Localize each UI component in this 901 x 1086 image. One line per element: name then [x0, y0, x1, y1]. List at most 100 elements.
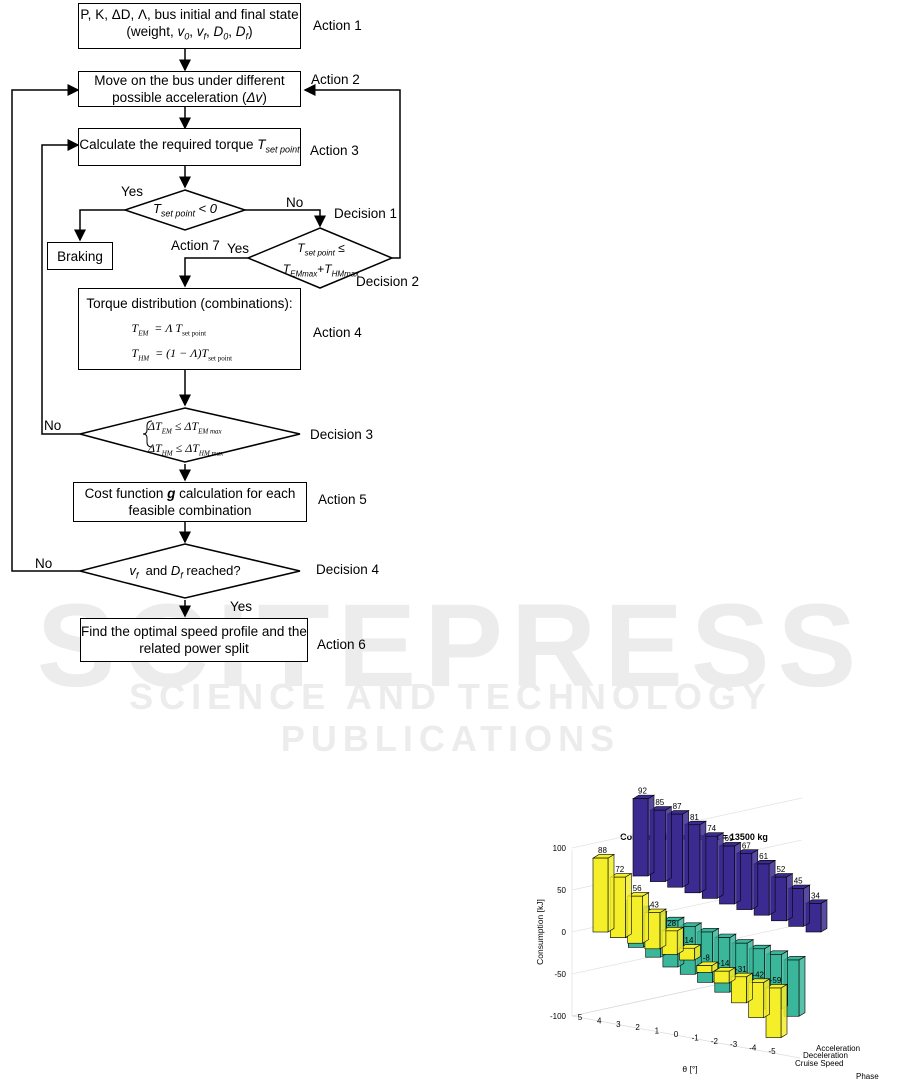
- y-tick-label: -100: [550, 1012, 567, 1021]
- bar-side: [820, 899, 828, 933]
- action-1-box: P, K, ΔD, Λ, bus initial and final state…: [78, 3, 301, 49]
- y-tick-label: -50: [554, 970, 566, 979]
- bar-value-label: 85: [655, 798, 664, 807]
- x-axis-label: θ [°]: [682, 1064, 697, 1074]
- x-tick-label: 1: [655, 1027, 660, 1036]
- bar-value-label: 74: [707, 824, 716, 833]
- bar-value-label: 34: [811, 891, 820, 900]
- label-action-2: Action 2: [311, 72, 360, 87]
- bar-side: [786, 872, 793, 922]
- bar: [731, 976, 747, 1004]
- decision-3-diamond: [79, 407, 301, 463]
- bar: [679, 947, 695, 961]
- decision-4-diamond: [79, 543, 301, 599]
- bar-side: [647, 794, 655, 877]
- phase-label: Cruise Speed: [795, 1059, 843, 1068]
- x-tick-label: -4: [749, 1044, 757, 1053]
- bar-value-label: 61: [759, 852, 768, 861]
- x-tick-label: 0: [674, 1030, 679, 1039]
- action-6-box: Find the optimal speed profile and the r…: [80, 618, 308, 662]
- bar-value-label: 87: [673, 802, 682, 811]
- x-tick-label: -2: [711, 1037, 719, 1046]
- bar-side: [676, 926, 684, 955]
- bar-value-label: -59: [770, 976, 782, 985]
- y-axis-label: Consumption [kJ]: [535, 899, 545, 965]
- y-tick-label: 50: [557, 886, 566, 895]
- phase-label: Acceleration: [816, 1044, 860, 1053]
- decision-2-text: Tset point ≤TEMmax+THMmax: [282, 241, 360, 279]
- label-no-d1: No: [286, 195, 304, 210]
- bar-side: [746, 972, 753, 1004]
- y-tick-label: 0: [562, 928, 567, 937]
- bar-value-label: -42: [752, 970, 764, 979]
- x-tick-label: 3: [616, 1020, 621, 1029]
- bar: [632, 798, 649, 877]
- bar-value-label: 45: [794, 877, 803, 886]
- bar-side: [768, 859, 776, 916]
- bar-value-label: -8: [703, 954, 711, 963]
- x-tick-label: -3: [730, 1040, 738, 1049]
- label-action-1: Action 1: [313, 18, 362, 33]
- label-yes-d1: Yes: [121, 184, 144, 199]
- label-yes-d2: Yes: [227, 241, 250, 256]
- x-tick-label: 2: [635, 1023, 640, 1032]
- bar-value-label: 88: [598, 846, 607, 855]
- bar-value-label: 69: [725, 834, 734, 843]
- bar-side: [751, 849, 759, 911]
- label-decision-2: Decision 2: [356, 274, 420, 289]
- z-axis-label: Phase: [856, 1072, 879, 1081]
- label-decision-3: Decision 3: [310, 427, 374, 442]
- bar-value-label: 43: [650, 901, 659, 910]
- action-4-box: Torque distribution (combinations): TEM …: [78, 288, 301, 370]
- label-no-d4: No: [35, 556, 53, 571]
- bar-side: [659, 908, 667, 950]
- bar-side: [716, 832, 724, 899]
- bar-value-label: 14: [685, 936, 694, 945]
- bar-side: [803, 884, 811, 927]
- bar-value-label: 56: [633, 884, 642, 893]
- bar-side: [798, 955, 806, 1017]
- bar-side: [624, 872, 632, 939]
- bar-value-label: 52: [776, 865, 785, 874]
- decision-1-text: Tset point < 0: [152, 201, 218, 219]
- x-tick-label: 5: [578, 1013, 583, 1022]
- bar-value-label: 72: [615, 865, 624, 874]
- bar-side: [607, 853, 615, 933]
- decision-2-diamond: [246, 227, 394, 289]
- phase-label: Deceleration: [803, 1051, 848, 1060]
- label-decision-1: Decision 1: [334, 206, 398, 221]
- label-action-4: Action 4: [313, 325, 362, 340]
- label-action-7: Action 7: [171, 238, 220, 253]
- action-3-box: Calculate the required torque Tset point: [78, 128, 301, 166]
- x-tick-label: -5: [768, 1047, 776, 1056]
- braking-box: Braking: [47, 242, 113, 270]
- bar-value-label: 92: [638, 787, 647, 796]
- y-tick-label: 100: [553, 844, 567, 853]
- decision-1-diamond: [122, 189, 248, 231]
- x-tick-label: 4: [597, 1016, 602, 1025]
- label-action-6: Action 6: [317, 637, 366, 652]
- bar-value-label: 81: [690, 813, 699, 822]
- bar-side: [780, 983, 788, 1039]
- bar-value-label: -31: [735, 965, 747, 974]
- bar-side: [682, 809, 689, 888]
- label-decision-4: Decision 4: [316, 562, 380, 577]
- bar-side: [734, 841, 741, 905]
- bar-value-label: 28: [667, 919, 676, 928]
- floor-line: [571, 1015, 801, 1059]
- label-action-5: Action 5: [318, 492, 367, 507]
- bar-side: [763, 978, 771, 1019]
- bar-side: [642, 892, 649, 944]
- bar-side: [699, 820, 707, 894]
- label-action-3: Action 3: [310, 143, 359, 158]
- action-2-box: Move on the bus under different possible…: [78, 71, 301, 107]
- bar: [592, 857, 609, 933]
- x-tick-label: -1: [692, 1033, 700, 1042]
- bar: [713, 970, 730, 984]
- watermark-subtitle: SCIENCE AND TECHNOLOGY PUBLICATIONS: [129, 676, 772, 759]
- bar: [696, 965, 713, 973]
- bar-side: [664, 806, 672, 883]
